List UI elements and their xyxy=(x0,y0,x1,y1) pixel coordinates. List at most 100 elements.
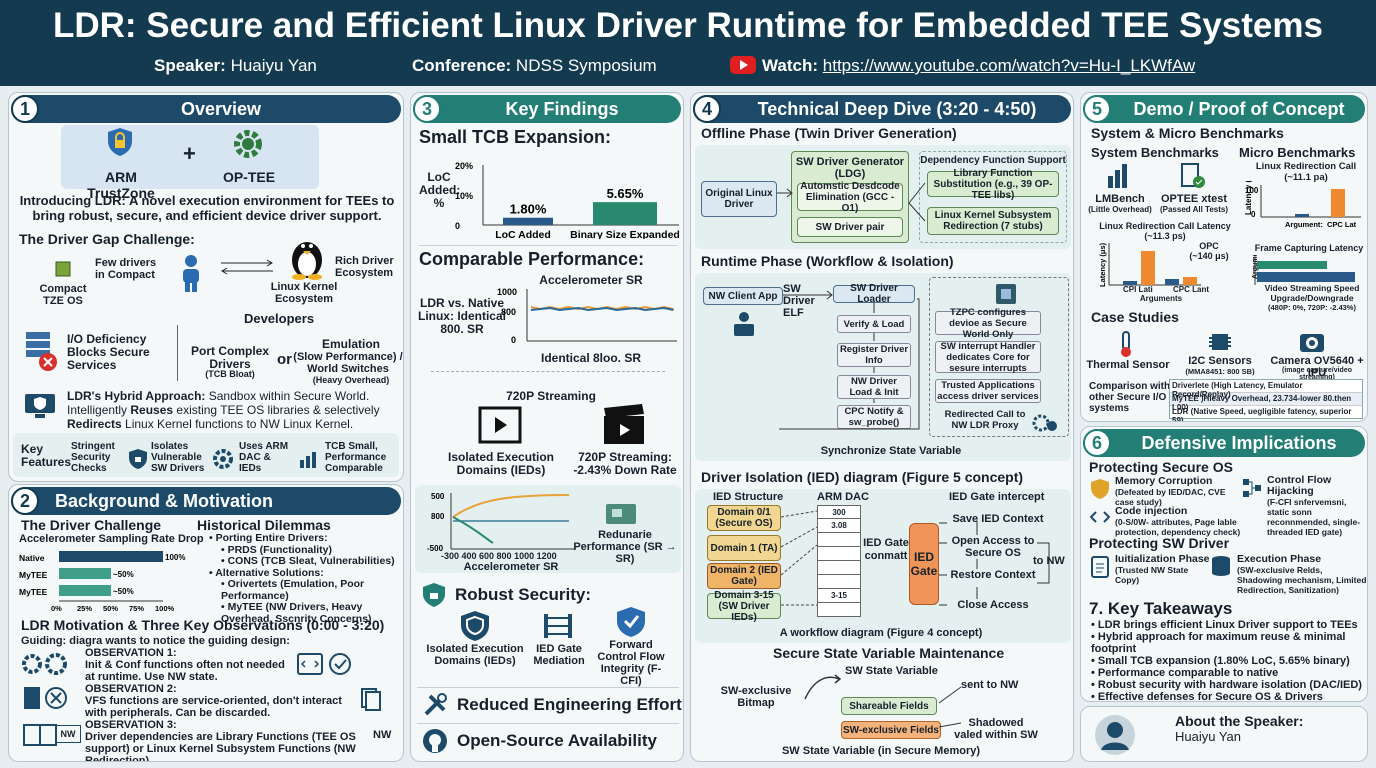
category-label: Binary Size Expanded xyxy=(570,229,680,239)
bar-value-label: ~50% xyxy=(113,587,134,596)
video-link[interactable]: https://www.youtube.com/watch?v=Hu-I_LKW… xyxy=(822,56,1196,75)
user-computer-icon xyxy=(729,309,759,339)
tick-label: 800 xyxy=(501,307,516,317)
fcl-title: Frame Capturing Latency xyxy=(1254,243,1364,253)
bar xyxy=(503,217,553,225)
shield-icon xyxy=(1089,477,1111,501)
tick-label: 25% xyxy=(77,604,92,613)
flow-icon xyxy=(1241,477,1263,499)
dilemmas-title: Historical Dilemmas xyxy=(197,517,331,533)
tcb-bloat-label: (TCB Bloat) xyxy=(205,369,255,379)
rich-driver-label: Rich Driver Ecosystem xyxy=(335,255,394,279)
bar xyxy=(1165,279,1179,285)
tick-label: 10% xyxy=(455,191,473,201)
lmbench-sub: (Little Overhead) xyxy=(1088,205,1152,214)
arm-dac-label: ARM DAC xyxy=(817,491,869,503)
header: LDR: Secure and Efficient Linux Driver R… xyxy=(0,0,1376,86)
micro-benchmarks-title: Micro Benchmarks xyxy=(1239,145,1356,160)
trustzone-label: ARM TrustZone xyxy=(87,169,155,201)
perf-title: Comparable Performance: xyxy=(419,249,645,269)
shield-check-icon xyxy=(615,605,647,639)
intro-text: Introducing LDR: A novel execution envir… xyxy=(19,193,395,223)
tick-label: 50% xyxy=(103,604,118,613)
optee-gear-icon xyxy=(231,127,265,161)
vss-label: Video Streaming Speed Upgrade/Downgrade xyxy=(1264,283,1360,303)
vss-values: (480P: 0%, 720P: -2.43%) xyxy=(1268,303,1356,312)
data-label: 5.65% xyxy=(607,186,644,201)
bar xyxy=(59,568,111,579)
bar-value-label: 100% xyxy=(165,553,185,562)
protect-sw-driver-title: Protecting SW Driver xyxy=(1089,535,1230,551)
benchmarks-title: System & Micro Benchmarks xyxy=(1091,125,1284,141)
bar xyxy=(59,585,111,596)
io-deficiency-label: I/O Deficiency Blocks Secure Services xyxy=(67,332,150,372)
conference-line: Conference: NDSS Symposium xyxy=(412,56,657,75)
subsystem-redirection-box: Linux Kernel Subsystem Redirection (7 st… xyxy=(927,207,1059,235)
domain-0-box: Domain 0/1 (Secure OS) xyxy=(707,505,781,531)
redundant-perf-panel xyxy=(415,485,681,573)
control-flow-label: Control Flow Hijacking xyxy=(1267,474,1332,497)
takeaway-item: Hybrid approach for maximum reuse & mini… xyxy=(1091,631,1367,655)
dac-cell xyxy=(817,547,861,561)
motivation-title: LDR Motivation & Three Key Observations … xyxy=(21,617,385,633)
takeaway-item: Robust security with hardware isolation … xyxy=(1091,679,1367,691)
video-play-icon xyxy=(475,405,525,447)
ied-label: Isolated Execution Domains (IEDs) xyxy=(447,450,555,477)
feature-isolates-drivers: Isolates Vulnerable SW Drivers xyxy=(151,441,205,474)
isolation-title: Driver Isolation (IED) diagram (Figure 5… xyxy=(701,469,1024,485)
chart-up-icon xyxy=(297,447,321,471)
about-speaker: About the Speaker: Huaiyu Yan xyxy=(1080,706,1368,762)
camera-sub: (image capture/video streaming) xyxy=(1281,367,1353,381)
divider xyxy=(177,325,178,381)
memory-corruption-sub: (Defeated by IED/DAC, CVE case study) xyxy=(1115,487,1226,507)
key-features-panel xyxy=(13,433,399,477)
nw-label: NW xyxy=(373,729,392,741)
close-access-label: Close Access xyxy=(957,599,1029,611)
dependency-panel xyxy=(919,151,1067,243)
comparison-table: Driverlete (High Latency, Emulator Recor… xyxy=(1169,379,1363,421)
streaming-rate-label: 720P Streaming: -2.43% Down Rate xyxy=(573,450,677,477)
linux-ecosystem-label: Linux Kernel Ecosystem xyxy=(270,281,338,305)
developers-label: Developers xyxy=(243,311,315,326)
driver-challenge-title: The Driver Challenge xyxy=(21,517,162,533)
bar-label: MyTEE xyxy=(19,570,48,580)
port-drivers-label: Port Complex Drivers xyxy=(190,344,269,371)
divider xyxy=(419,245,677,246)
about-title: About the Speaker: xyxy=(1175,713,1304,729)
tick-label: 100% xyxy=(155,604,175,613)
server-error-icon xyxy=(23,329,59,373)
dac-cell xyxy=(817,575,861,589)
library-substitution-box: Library Function Substitution (e.g., 39 … xyxy=(927,168,1059,201)
memory-corruption-label: Memory Corruption xyxy=(1115,475,1213,487)
data-label: 1.80% xyxy=(510,202,547,217)
sw-driver-elf-label: SW Driver ELF xyxy=(783,283,815,319)
code-injection-label: Code injection xyxy=(1115,505,1188,517)
ied-structure-label: IED Structure xyxy=(713,491,784,503)
offline-phase-title: Offline Phase (Twin Driver Generation) xyxy=(701,125,957,141)
lock-shield-icon xyxy=(127,447,149,471)
tick-label: 800 xyxy=(431,512,445,521)
clipboard-icon xyxy=(1089,553,1111,579)
init-phase-sub: (Trusted NW State Copy) xyxy=(1115,565,1189,585)
bar xyxy=(1123,281,1137,285)
speaker-name: Huaiyu Yan xyxy=(1175,729,1242,744)
system-bar-chart: Latency (μs) xyxy=(1098,242,1201,287)
exchange-arrows-icon xyxy=(219,259,275,275)
dependency-title: Dependency Function Support xyxy=(920,155,1066,166)
runtime-phase-title: Runtime Phase (Workflow & Isolation) xyxy=(701,253,954,269)
bar xyxy=(1257,272,1355,282)
chip-icon xyxy=(53,259,73,279)
gear-person-icon xyxy=(1031,411,1059,435)
case-studies-title: Case Studies xyxy=(1091,309,1179,325)
dead-code-box: Automstic Desdcode Elimination (GCC -O1) xyxy=(797,181,903,214)
driver-pair-box: SW Driver pair xyxy=(797,217,903,237)
